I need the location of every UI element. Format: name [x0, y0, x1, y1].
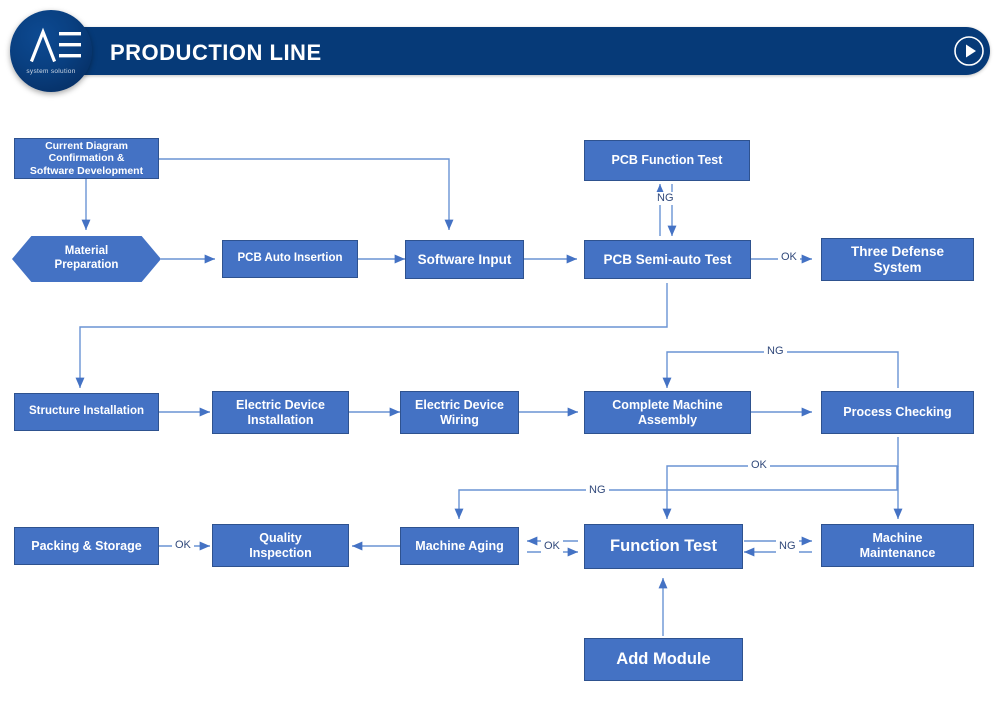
node-label: Process Checking: [843, 405, 952, 420]
node-label: PCB Auto Insertion: [237, 252, 343, 265]
node-label: PCB Semi-auto Test: [603, 251, 732, 267]
node-add-module[interactable]: Add Module: [584, 638, 743, 681]
node-label: Software Input: [417, 251, 512, 267]
logo: system solution: [10, 10, 92, 92]
edge-label-process-ok: OK: [748, 459, 770, 472]
edge-label-pcb-ng: NG: [654, 192, 677, 205]
node-label: Packing & Storage: [31, 538, 142, 553]
node-structure-installation[interactable]: Structure Installation: [14, 393, 159, 431]
edge-label-aging-ok: OK: [541, 540, 563, 553]
node-label: Machine Aging: [415, 538, 504, 553]
node-pcb-auto-insertion[interactable]: PCB Auto Insertion: [222, 240, 358, 278]
node-label: Structure Installation: [28, 405, 145, 418]
logo-subtitle: system solution: [26, 68, 76, 75]
node-label: Add Module: [616, 649, 711, 668]
node-pcb-semi-auto-test[interactable]: PCB Semi-auto Test: [584, 240, 751, 279]
edge-label-maintenance-ng: NG: [776, 540, 799, 553]
node-machine-aging[interactable]: Machine Aging: [400, 527, 519, 565]
node-packing-storage[interactable]: Packing & Storage: [14, 527, 159, 565]
edge-label-packing-ok: OK: [172, 539, 194, 552]
edge-label-aging-ng: NG: [586, 484, 609, 497]
node-process-checking[interactable]: Process Checking: [821, 391, 974, 434]
node-software-input[interactable]: Software Input: [405, 240, 524, 279]
page-title: PRODUCTION LINE: [110, 40, 322, 65]
node-function-test[interactable]: Function Test: [584, 524, 743, 569]
header-bar: [60, 27, 990, 75]
play-circle-icon[interactable]: [952, 34, 986, 68]
node-label: PCB Function Test: [611, 153, 723, 168]
edge-label-process-ng: NG: [764, 345, 787, 358]
hexagon-shape: [12, 236, 161, 282]
node-label: Function Test: [610, 536, 717, 555]
edge-label-semi-auto-ok: OK: [778, 251, 800, 264]
ae-monogram-icon: [29, 27, 81, 63]
node-pcb-function-test[interactable]: PCB Function Test: [584, 140, 750, 181]
